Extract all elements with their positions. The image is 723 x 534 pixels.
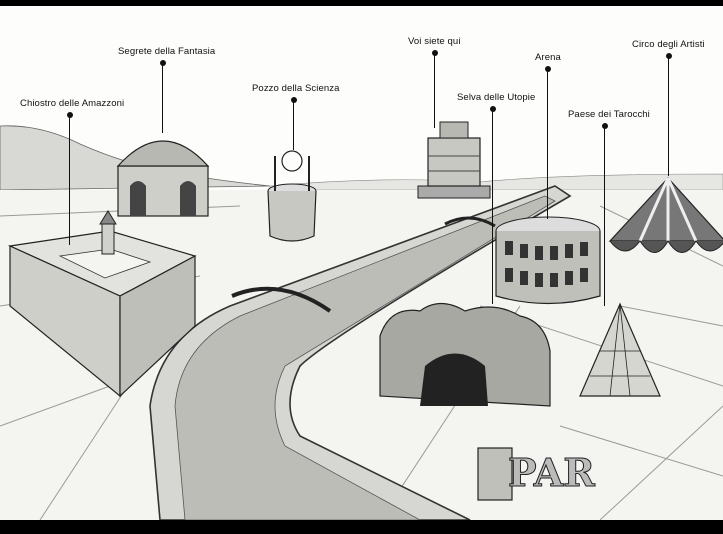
pin-line-chiostro [69,115,71,245]
pin-line-arena [547,69,549,219]
label-voi-siete-qui[interactable]: Voi siete qui [408,36,461,47]
label-circo[interactable]: Circo degli Artisti [632,39,705,50]
circus-tent-drawing [608,177,723,253]
pin-line-tarocchi [604,126,606,306]
pin-line-voi-siete-qui [434,53,436,128]
label-arena[interactable]: Arena [535,52,561,63]
park-map-illustration: PAR [0,121,723,520]
map-canvas: PAR Chiostro delle Amazzoni Segrete dell… [0,6,723,520]
bridge-far [444,216,496,228]
card-house-drawing [579,302,661,397]
label-selva[interactable]: Selva delle Utopie [457,92,536,103]
par-sculpture-drawing: PAR [477,447,596,501]
forest-tunnel-drawing [379,302,551,407]
label-chiostro[interactable]: Chiostro delle Amazzoni [20,98,125,109]
well-drawing [267,150,317,242]
par-sculpture-text: PAR [508,450,595,495]
label-tarocchi[interactable]: Paese dei Tarocchi [568,109,650,120]
castle-drawing [417,121,491,199]
bridge-near [231,286,332,313]
domed-pavilion-drawing [116,140,210,217]
label-segrete[interactable]: Segrete della Fantasia [118,46,216,57]
pin-line-pozzo [293,100,295,150]
pin-line-segrete [162,63,164,133]
cloister-drawing [7,210,197,398]
far-hills [269,173,723,191]
pin-line-circo [668,56,670,176]
label-pozzo[interactable]: Pozzo della Scienza [252,83,340,94]
pin-line-selva [492,109,494,304]
canal-water [174,195,556,520]
colosseum-drawing [495,216,601,305]
